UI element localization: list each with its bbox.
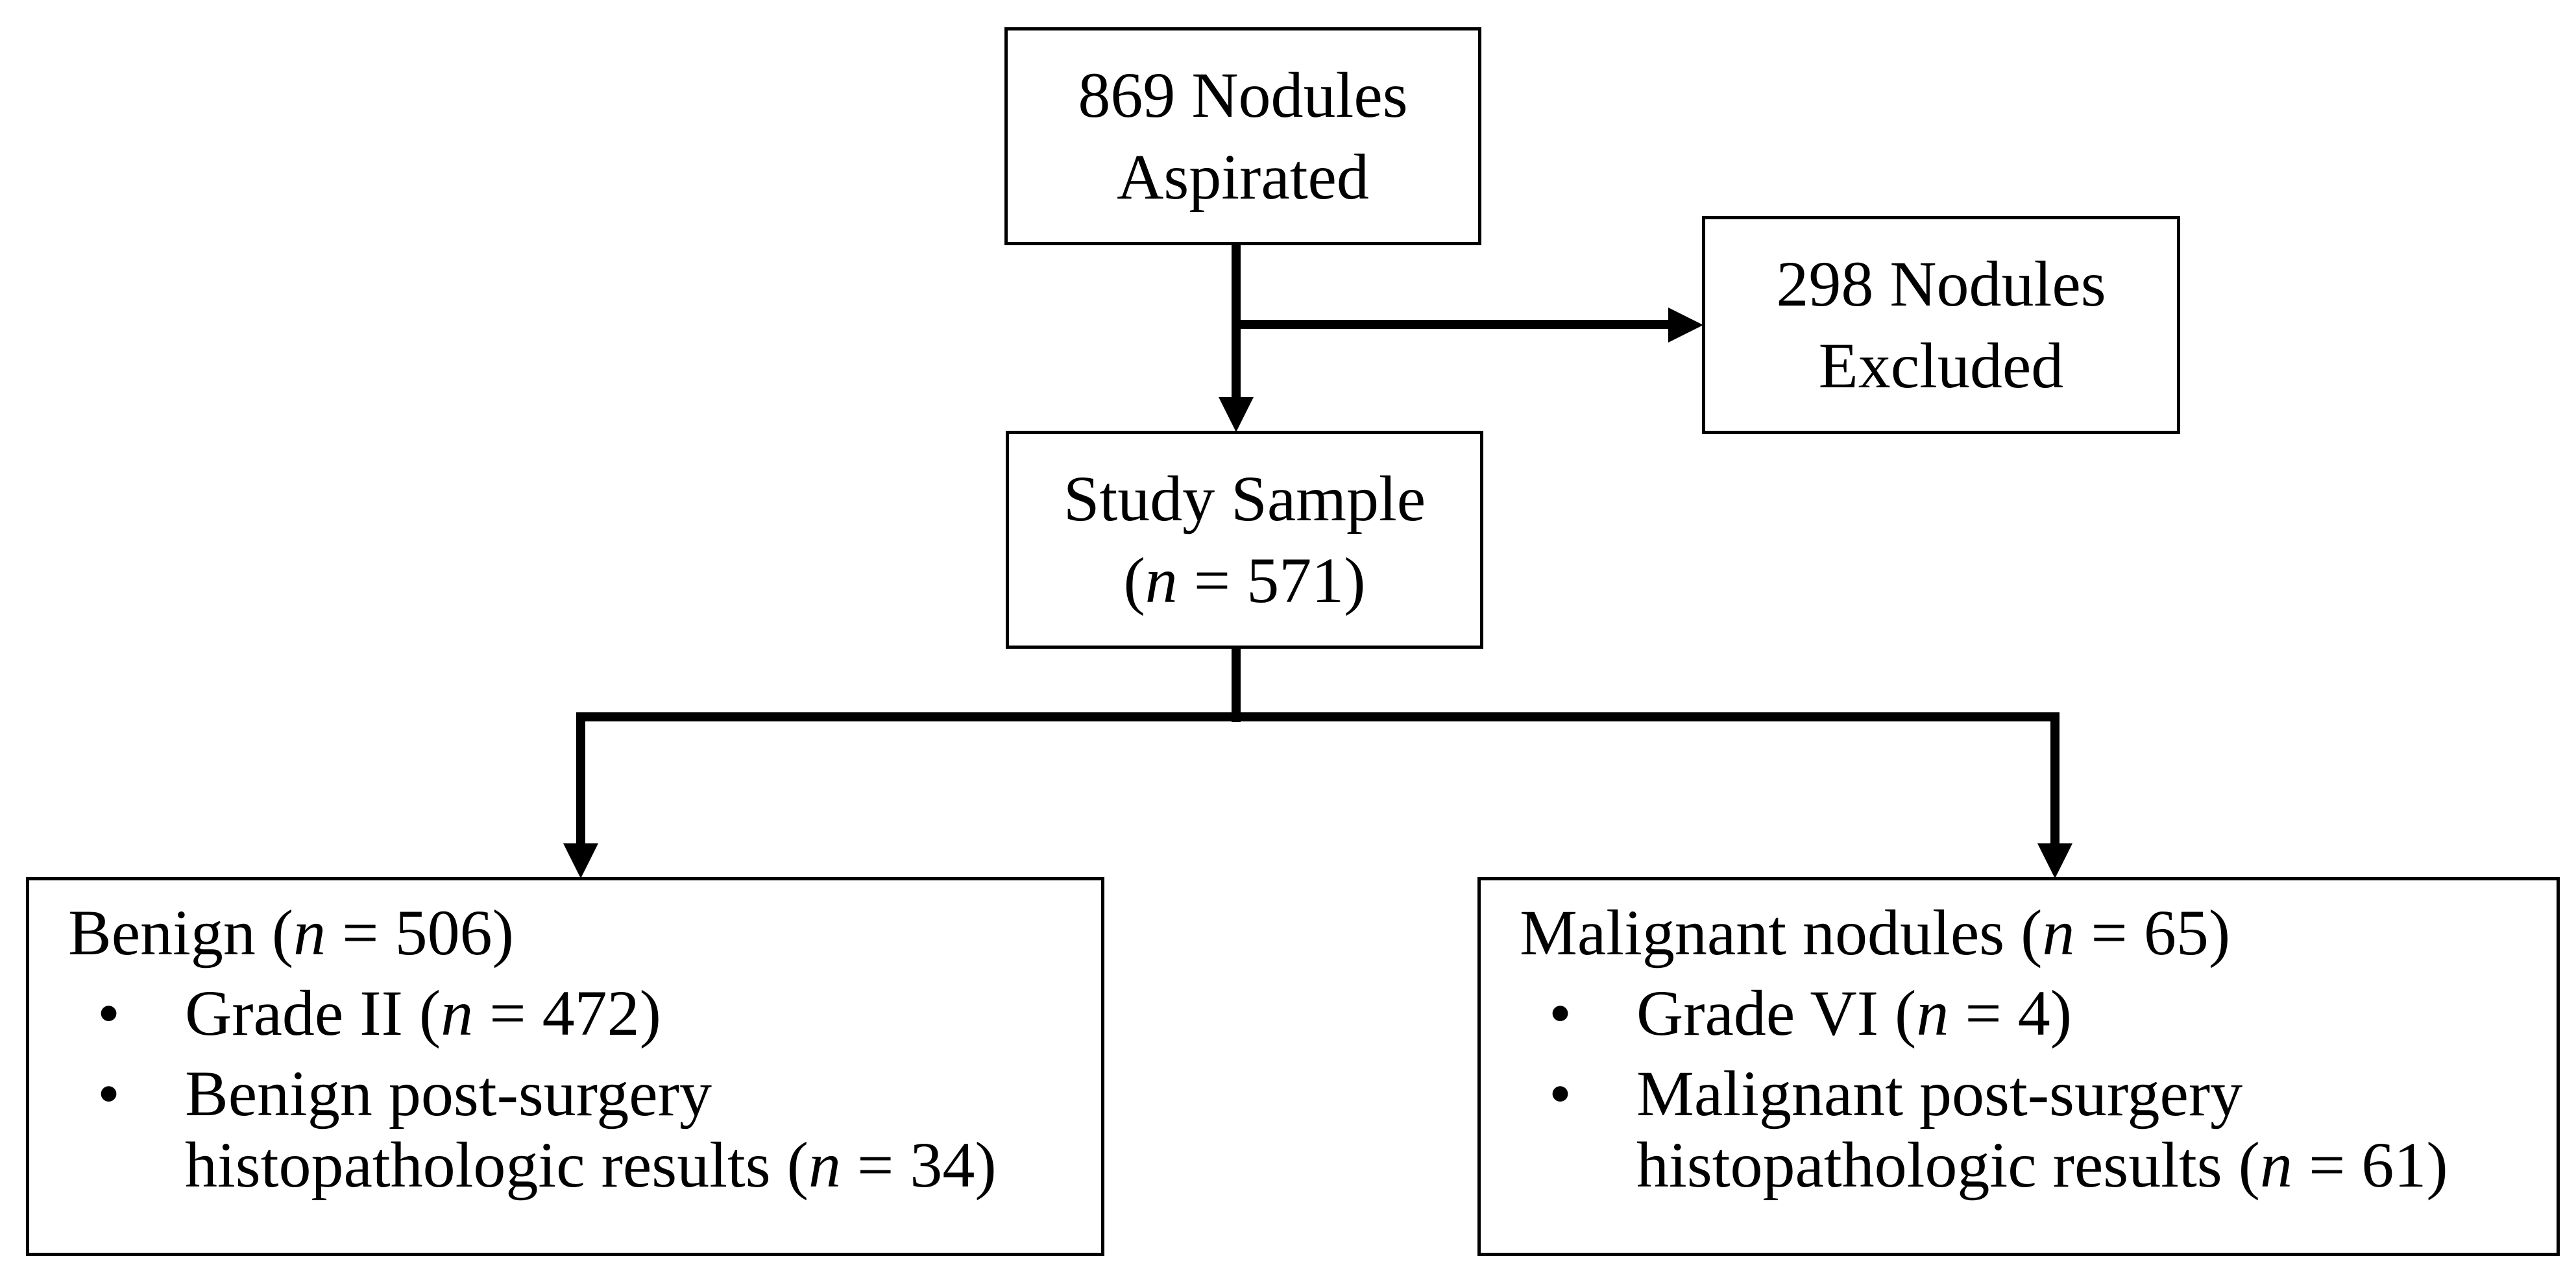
arrowhead-down-icon <box>1219 397 1254 432</box>
benign-title-post: = 506) <box>326 897 514 969</box>
malignant-bullet-grade: • Grade VI (n = 4) <box>1481 978 2537 1049</box>
arrowhead-right-icon <box>1668 308 1703 343</box>
sample-count-pre: ( <box>1123 544 1145 616</box>
benign-bullet-grade-post: = 472) <box>473 977 661 1049</box>
arrowhead-down-icon <box>2037 843 2072 878</box>
aspirated-line-1: 869 Nodules <box>1078 59 1408 131</box>
bullet-icon: • <box>97 977 121 1049</box>
benign-title: Benign (n = 506) <box>29 897 1082 969</box>
malignant-bullet-histo-line1: Malignant post-surgery <box>1636 1057 2243 1129</box>
connector-to-excluded <box>1232 320 1671 329</box>
malignant-bullet-histo: • Malignant post-surgery histopathologic… <box>1481 1058 2537 1201</box>
benign-bullet-histo: • Benign post-surgery histopathologic re… <box>29 1058 1082 1201</box>
malignant-bullet-histo-line2-pre: histopathologic results ( <box>1636 1129 2260 1201</box>
malignant-bullet-histo-text: Malignant post-surgery histopathologic r… <box>1636 1058 2448 1201</box>
box-nodules-excluded: 298 Nodules Excluded <box>1702 216 2180 434</box>
benign-bullet-grade-var: n <box>441 977 474 1049</box>
benign-bullet-histo-line2-var: n <box>808 1129 841 1201</box>
connector-split-to-benign <box>576 712 585 845</box>
excluded-line-1: 298 Nodules <box>1776 248 2106 320</box>
box-nodules-aspirated: 869 Nodules Aspirated <box>1004 27 1481 245</box>
sample-count-var: n <box>1145 544 1178 616</box>
malignant-bullet-histo-line2-post: = 61) <box>2292 1129 2448 1201</box>
benign-bullet-histo-text: Benign post-surgery histopathologic resu… <box>185 1058 997 1201</box>
bullet-icon: • <box>97 1057 121 1129</box>
benign-title-pre: Benign ( <box>68 897 294 969</box>
malignant-title: Malignant nodules (n = 65) <box>1481 897 2537 969</box>
benign-bullet-histo-line1: Benign post-surgery <box>185 1057 712 1129</box>
connector-split-to-malignant <box>2050 712 2060 845</box>
benign-bullet-histo-line2-post: = 34) <box>841 1129 997 1201</box>
benign-bullet-histo-line2-pre: histopathologic results ( <box>185 1129 808 1201</box>
box-study-sample: Study Sample (n = 571) <box>1006 431 1483 649</box>
benign-bullet-grade-text: Grade II (n = 472) <box>185 978 661 1049</box>
excluded-line-2: Excluded <box>1818 330 2064 402</box>
malignant-title-post: = 65) <box>2074 897 2231 969</box>
malignant-bullet-grade-post: = 4) <box>1949 977 2072 1049</box>
bullet-icon: • <box>1549 977 1572 1049</box>
malignant-title-var: n <box>2042 897 2075 969</box>
benign-title-var: n <box>293 897 326 969</box>
malignant-bullet-grade-text: Grade VI (n = 4) <box>1636 978 2072 1049</box>
sample-line-1: Study Sample <box>1063 463 1426 535</box>
bullet-icon: • <box>1549 1057 1572 1129</box>
malignant-title-pre: Malignant nodules ( <box>1520 897 2043 969</box>
aspirated-line-2: Aspirated <box>1117 141 1369 213</box>
box-benign: Benign (n = 506) • Grade II (n = 472) • … <box>26 877 1104 1256</box>
benign-bullet-grade: • Grade II (n = 472) <box>29 978 1082 1049</box>
malignant-bullet-grade-pre: Grade VI ( <box>1636 977 1917 1049</box>
malignant-bullet-grade-var: n <box>1916 977 1949 1049</box>
arrowhead-down-icon <box>563 843 598 878</box>
sample-count-post: = 571) <box>1177 544 1366 616</box>
box-malignant: Malignant nodules (n = 65) • Grade VI (n… <box>1477 877 2560 1256</box>
benign-bullet-grade-pre: Grade II ( <box>185 977 441 1049</box>
sample-count: (n = 571) <box>1123 540 1365 622</box>
malignant-bullet-histo-line2-var: n <box>2260 1129 2292 1201</box>
connector-split-horizontal <box>576 712 2060 721</box>
connector-sample-to-split <box>1232 646 1241 722</box>
